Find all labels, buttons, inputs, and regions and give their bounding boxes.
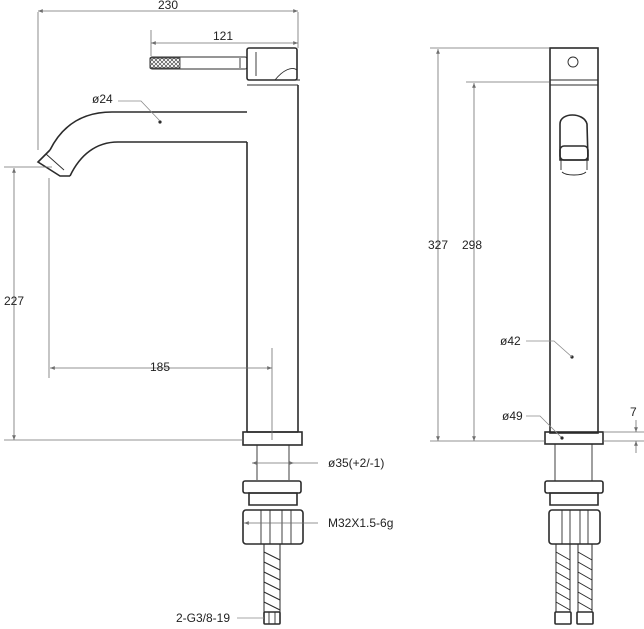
- front-view: 230 121 ø24 227 185: [4, 0, 393, 625]
- dim-base-diameter: ø35(+2/-1): [252, 456, 384, 470]
- dim-body-diameter-label: ø42: [500, 334, 521, 348]
- dim-spout-height-label: 227: [4, 294, 24, 308]
- dim-body-diameter: ø42: [500, 334, 573, 358]
- dim-base-height-label: 7: [630, 405, 637, 419]
- dim-spout-reach: 185: [48, 178, 273, 440]
- side-body: [549, 47, 599, 434]
- side-view: 327 298 ø42 ø49 7: [428, 47, 644, 625]
- dim-spout-reach-label: 185: [150, 360, 170, 374]
- dim-body-height: 298: [462, 81, 549, 441]
- dim-handle: 121: [150, 29, 298, 56]
- dim-total-height: 327: [428, 47, 549, 442]
- dim-thread: M32X1.5-6g: [244, 516, 393, 530]
- faucet-lever: [149, 47, 300, 81]
- side-supply-hoses: [554, 544, 594, 625]
- dim-width-total: 230: [37, 0, 299, 150]
- faucet-spout: [36, 111, 247, 177]
- dim-base-diameter-side: ø49: [502, 409, 564, 440]
- dim-spout-height: 227: [4, 166, 243, 441]
- dim-base-height: 7: [603, 405, 644, 453]
- faucet-body: [246, 84, 299, 433]
- dim-base-diameter-side-label: ø49: [502, 409, 523, 423]
- dim-spout-diameter-label: ø24: [92, 92, 113, 106]
- dim-total-height-label: 327: [428, 238, 448, 252]
- mounting-base: [242, 431, 304, 545]
- dim-thread-label: M32X1.5-6g: [328, 516, 393, 530]
- dim-hose-connection-label: 2-G3/8-19: [176, 611, 230, 625]
- dim-base-diameter-label: ø35(+2/-1): [328, 456, 384, 470]
- dim-body-height-label: 298: [462, 238, 482, 252]
- supply-hose: [263, 544, 281, 625]
- dim-hose-connection: 2-G3/8-19: [176, 611, 264, 625]
- side-lever: [559, 114, 589, 176]
- dim-handle-label: 121: [213, 29, 233, 43]
- dim-spout-diameter: ø24: [92, 92, 161, 122]
- side-mounting-base: [544, 431, 604, 545]
- dim-width-total-label: 230: [158, 0, 178, 12]
